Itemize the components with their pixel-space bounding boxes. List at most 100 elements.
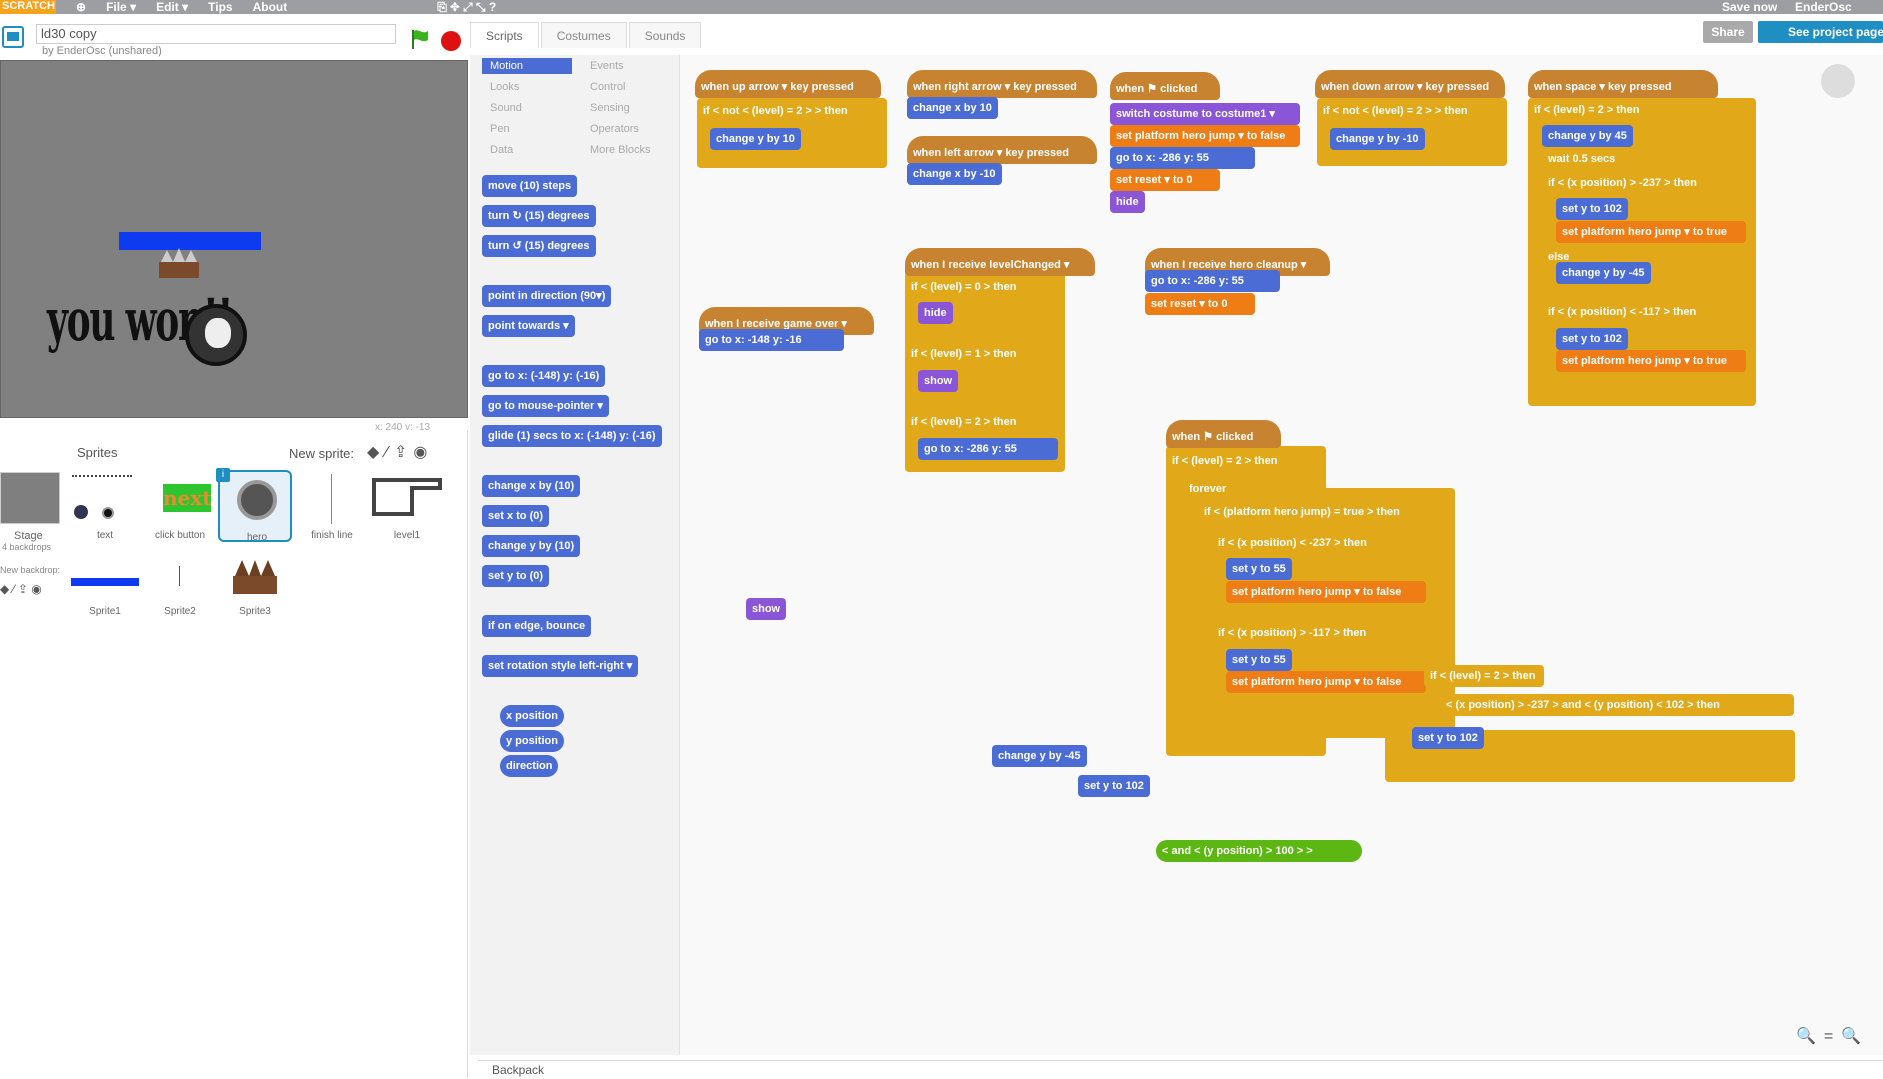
block-if-level-2d[interactable]: if < (level) = 2 > then (1424, 665, 1544, 687)
category-pen[interactable]: Pen (490, 123, 510, 135)
globe-icon[interactable]: ⊕ (76, 0, 87, 14)
block-change-x-neg[interactable]: change x by -10 (907, 163, 1002, 185)
sprite-sprite1[interactable]: Sprite1 (68, 546, 142, 618)
block-set-y-102[interactable]: set y to 102 (1556, 198, 1628, 220)
block-when-space[interactable]: when space ▾ key pressed (1528, 70, 1718, 98)
block-if-x-gt-117[interactable]: if < (x position) > -117 > then (1212, 622, 1397, 644)
category-sound[interactable]: Sound (490, 102, 522, 114)
category-data[interactable]: Data (490, 144, 514, 156)
menu-about[interactable]: About (252, 0, 288, 14)
category-events[interactable]: Events (590, 60, 624, 72)
block-set-platform-jump[interactable]: set platform hero jump ▾ to false (1110, 125, 1300, 147)
sprite-hero[interactable]: i hero (216, 468, 292, 543)
menu-file[interactable]: File ▾ (106, 0, 137, 14)
block-change-y-loose[interactable]: change y by -45 (992, 745, 1087, 767)
sprite-sprite3[interactable]: Sprite3 (218, 546, 292, 618)
block-when-flag-clicked[interactable]: when ⚑ clicked (1110, 72, 1220, 100)
palette-move-steps[interactable]: move (10) steps (482, 175, 578, 197)
tab-scripts[interactable]: Scripts (470, 22, 539, 48)
green-flag-icon[interactable] (410, 28, 430, 50)
see-project-page-button[interactable]: See project page (1758, 21, 1883, 43)
info-icon[interactable]: i (216, 468, 230, 482)
block-go-to-cleanup[interactable]: go to x: -286 y: 55 (1145, 270, 1280, 292)
block-go-to-level2[interactable]: go to x: -286 y: 55 (918, 438, 1058, 460)
scratch-logo[interactable]: SCRATCH (0, 0, 56, 14)
block-if-level-2[interactable]: if < (level) = 2 > then (1528, 99, 1698, 121)
palette-change-x[interactable]: change x by (10) (482, 475, 581, 497)
block-and-loose[interactable]: < and < (y position) > 100 > > (1156, 840, 1362, 862)
new-sprite-tools-icons[interactable]: ◆⁄⇪◉ (367, 444, 434, 461)
palette-x-position[interactable]: x position (500, 705, 564, 727)
palette-go-to[interactable]: go to mouse-pointer ▾ (482, 395, 609, 417)
block-set-jump-true-b[interactable]: set platform hero jump ▾ to true (1556, 350, 1746, 372)
tab-costumes[interactable]: Costumes (540, 22, 627, 48)
block-change-y[interactable]: change y by 10 (710, 128, 801, 150)
block-show-loose[interactable]: show (746, 598, 787, 620)
block-if-level-0[interactable]: if < (level) = 0 > then (905, 276, 1060, 298)
block-change-y-45[interactable]: change y by 45 (1542, 125, 1633, 147)
block-if-level-1[interactable]: if < (level) = 1 > then (905, 343, 1060, 365)
menu-tips[interactable]: Tips (208, 0, 233, 14)
block-and-condition[interactable]: < (x position) > -237 > and < (y positio… (1440, 694, 1794, 716)
block-hide-2[interactable]: hide (918, 302, 953, 324)
block-if-level-2b[interactable]: if < (level) = 2 > then (905, 411, 1060, 433)
block-forever[interactable]: forever (1183, 478, 1263, 500)
block-wait[interactable]: wait 0.5 secs (1542, 148, 1652, 170)
block-set-y-55-b[interactable]: set y to 55 (1226, 649, 1292, 671)
block-set-reset-2[interactable]: set reset ▾ to 0 (1145, 293, 1255, 315)
sprite-level1[interactable]: level1 (370, 470, 444, 542)
palette-go-to-xy[interactable]: go to x: (-148) y: (-16) (482, 365, 606, 387)
backpack[interactable]: Backpack (478, 1060, 1883, 1078)
block-if-level-2c[interactable]: if < (level) = 2 > then (1166, 450, 1321, 472)
block-switch-costume[interactable]: switch costume to costume1 ▾ (1110, 103, 1300, 125)
sprite-text[interactable]: text (68, 470, 142, 542)
block-if-not-level[interactable]: if < not < (level) = 2 > > then (697, 100, 887, 122)
block-when-right-arrow[interactable]: when right arrow ▾ key pressed (907, 70, 1097, 98)
block-when-down-arrow[interactable]: when down arrow ▾ key pressed (1315, 70, 1505, 98)
palette-set-x[interactable]: set x to (0) (482, 505, 550, 527)
category-looks[interactable]: Looks (490, 81, 520, 93)
block-set-jump-false-b[interactable]: set platform hero jump ▾ to false (1226, 671, 1426, 693)
palette-bounce[interactable]: if on edge, bounce (482, 615, 592, 637)
block-if-not-level-2[interactable]: if < not < (level) = 2 > > then (1317, 100, 1507, 122)
block-go-to-game-over[interactable]: go to x: -148 y: -16 (699, 329, 844, 351)
block-when-receive-levelchanged[interactable]: when I receive levelChanged ▾ (905, 248, 1095, 276)
fullscreen-icon[interactable] (2, 26, 24, 48)
tab-sounds[interactable]: Sounds (628, 22, 702, 48)
block-set-y-102-b[interactable]: set y to 102 (1556, 328, 1628, 350)
block-change-x[interactable]: change x by 10 (907, 97, 998, 119)
stage-thumbnail[interactable] (0, 472, 60, 524)
zoom-controls[interactable]: 🔍=🔍 (1796, 1028, 1870, 1045)
palette-turn-right[interactable]: turn ↻ (15) degrees (482, 205, 596, 227)
palette-glide[interactable]: glide (1) secs to x: (-148) y: (-16) (482, 425, 662, 447)
category-control[interactable]: Control (590, 81, 626, 93)
block-change-y-neg45[interactable]: change y by -45 (1556, 262, 1651, 284)
block-set-reset[interactable]: set reset ▾ to 0 (1110, 169, 1220, 191)
block-set-jump-false[interactable]: set platform hero jump ▾ to false (1226, 581, 1426, 603)
stop-icon[interactable] (441, 31, 461, 51)
block-set-y-loose[interactable]: set y to 102 (1078, 775, 1150, 797)
block-show[interactable]: show (918, 370, 959, 392)
block-hide[interactable]: hide (1110, 191, 1145, 213)
block-if-x-lt[interactable]: if < (x position) < -117 > then (1542, 301, 1752, 323)
category-motion[interactable]: Motion (482, 58, 572, 74)
palette-rotation-style[interactable]: set rotation style left-right ▾ (482, 655, 639, 677)
block-set-y-55[interactable]: set y to 55 (1226, 558, 1292, 580)
palette-change-y[interactable]: change y by (10) (482, 535, 581, 557)
palette-y-position[interactable]: y position (500, 730, 564, 752)
palette-set-y[interactable]: set y to (0) (482, 565, 550, 587)
sprite-click-button[interactable]: next click button (143, 470, 217, 542)
block-when-flag-clicked-2[interactable]: when ⚑ clicked (1166, 420, 1281, 448)
backdrop-tools-icons[interactable]: ◆ ⁄ ⇪ ◉ (0, 582, 42, 596)
block-when-left-arrow[interactable]: when left arrow ▾ key pressed (907, 136, 1097, 164)
user-name[interactable]: EnderOsc (1795, 0, 1852, 14)
duplicate-icon[interactable]: ⎘ ✥ ⤢ ⤡ ? (437, 0, 497, 14)
category-sensing[interactable]: Sensing (590, 102, 630, 114)
category-operators[interactable]: Operators (590, 123, 639, 135)
block-when-up-arrow[interactable]: when up arrow ▾ key pressed (695, 70, 881, 98)
block-go-to-xy[interactable]: go to x: -286 y: 55 (1110, 147, 1255, 169)
sprite-sprite2[interactable]: Sprite2 (143, 546, 217, 618)
palette-point-direction[interactable]: point in direction (90▾) (482, 285, 612, 307)
palette-turn-left[interactable]: turn ↺ (15) degrees (482, 235, 596, 257)
category-more-blocks[interactable]: More Blocks (590, 144, 651, 156)
